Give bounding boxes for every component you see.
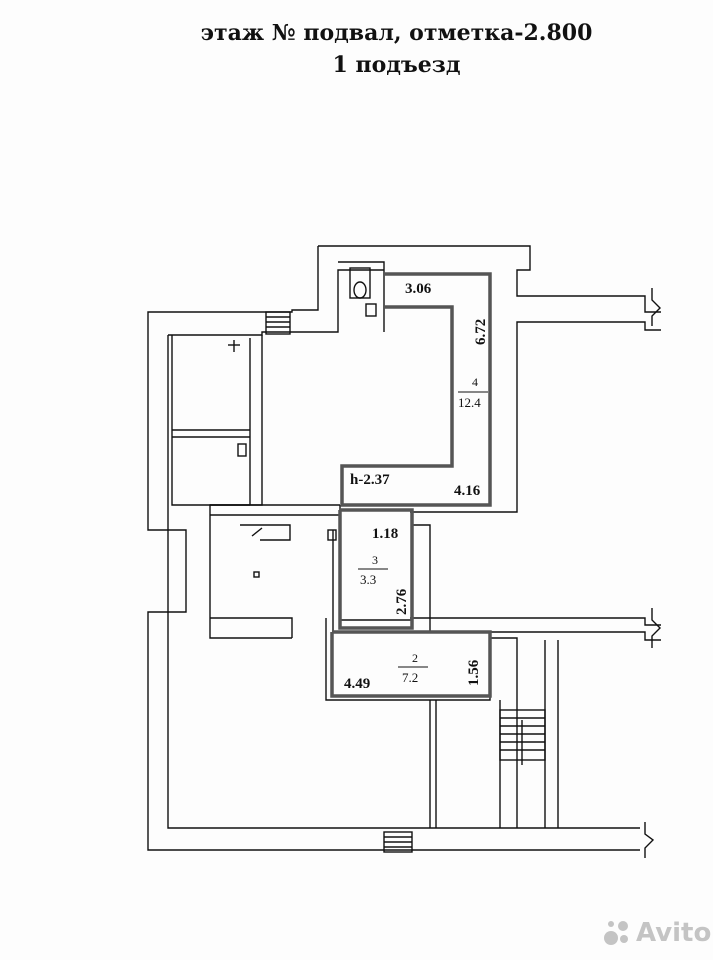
break-mark — [651, 288, 661, 326]
room4-height: h-2.37 — [350, 472, 390, 488]
inner-wall — [171, 335, 250, 506]
outer-wall — [318, 245, 661, 313]
avito-watermark-text: Avito — [636, 918, 712, 948]
plan-subtitle: 1 подъезд — [332, 52, 461, 78]
stairs-bottom — [383, 831, 413, 853]
outer-wall — [410, 617, 661, 626]
inner-wall — [210, 617, 293, 638]
room4-dim-bottom: 4.16 — [454, 483, 481, 499]
room2-dim-bottom: 4.49 — [344, 676, 370, 692]
inner-wall — [338, 261, 385, 332]
inner-wall — [490, 637, 518, 828]
highlighted-unit — [330, 272, 492, 698]
room3-dim-top: 1.18 — [372, 526, 398, 542]
room3-area: 3.3 — [360, 572, 376, 587]
fixture-icon — [327, 529, 337, 541]
room2-area: 7.2 — [402, 670, 418, 685]
stairs-small — [240, 524, 291, 541]
inner-wall — [168, 269, 384, 336]
outer-wall — [430, 631, 661, 641]
stairs-top — [265, 311, 291, 335]
fixture-icon — [253, 571, 260, 578]
fixture-icon — [237, 443, 247, 457]
toilet-icon — [349, 267, 371, 299]
outer-wall — [147, 246, 640, 851]
room4-number: 4 — [472, 375, 478, 389]
avito-logo-icon — [604, 919, 632, 947]
stairs-right — [499, 709, 546, 765]
outer-wall — [410, 321, 661, 513]
break-mark — [644, 822, 655, 858]
break-mark — [651, 608, 661, 648]
room2-dim-side: 1.56 — [466, 659, 482, 686]
outer-wall — [167, 335, 640, 829]
plan-title: этаж № подвал, отметка-2.800 — [200, 20, 593, 46]
room3-dim-side: 2.76 — [394, 588, 410, 615]
room4-area: 12.4 — [458, 395, 481, 410]
room2-number: 2 — [412, 651, 418, 665]
inner-wall — [209, 335, 292, 639]
avito-watermark: Avito — [604, 918, 711, 948]
room3-number: 3 — [372, 553, 378, 567]
room4-dim-top: 3.06 — [405, 281, 432, 297]
room4-dim-side: 6.72 — [473, 319, 489, 345]
